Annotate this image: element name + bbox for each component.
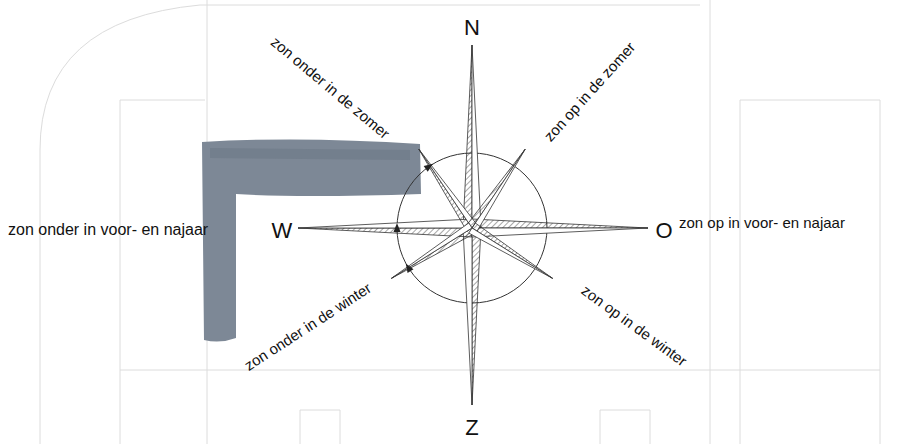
star-point [472,223,553,278]
direction-label: zon op in voor- en najaar [679,215,845,232]
direction-label: zon onder in de zomer [268,34,393,143]
arrowhead [394,223,401,232]
star-point [472,228,648,237]
marker-stroke [202,139,421,341]
star-point [469,228,553,278]
star-point [298,228,472,237]
star-point [472,45,481,228]
direction-label: zon onder in de winter [242,280,375,374]
direction-label: zon op in de winter [578,282,690,369]
compass-letter: O [655,219,672,243]
star-point [419,149,477,228]
star-point [472,149,525,231]
direction-label: zon op in de zomer [541,39,639,145]
compass-letter: N [464,16,480,40]
star-point [467,149,525,228]
arrowhead [406,264,414,273]
star-point [472,228,481,405]
compass-letter: W [272,219,293,243]
star-point [463,45,472,228]
star-point [472,219,648,228]
star-point [463,228,472,405]
star-point [391,223,472,278]
arrowhead [424,164,433,172]
star-point [298,219,472,228]
direction-label: zon onder in voor- en najaar [8,221,208,239]
compass-letter: Z [465,416,478,440]
